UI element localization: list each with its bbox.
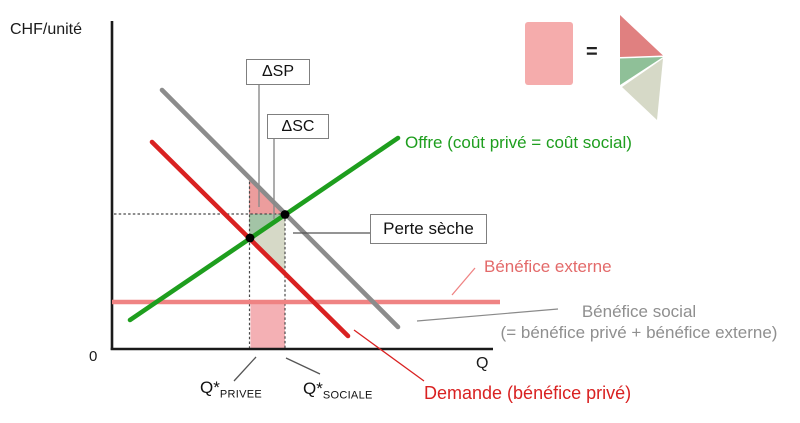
- q-private-main: Q*: [200, 378, 220, 397]
- supply-line: [127, 135, 401, 323]
- delta-sc-box: ΔSC: [267, 114, 329, 139]
- social-benefit-label-line1: Bénéfice social: [581, 302, 697, 321]
- legend-light-triangle: [622, 58, 663, 120]
- legend-rectangle: [525, 22, 573, 85]
- demand-label: Demande (bénéfice privé): [424, 383, 632, 403]
- social-benefit-label: Bénéfice social (= bénéfice privé + béné…: [483, 301, 795, 343]
- q-social-pointer-line: [285, 357, 321, 375]
- demand-leader-line: [353, 329, 425, 382]
- origin-label: 0: [89, 348, 98, 365]
- q-social-sub: SOCIALE: [322, 389, 373, 402]
- delta-sp-text: ΔSP: [261, 63, 295, 80]
- y-axis-label: CHF/unité: [10, 21, 83, 38]
- social-benefit-line: [159, 87, 401, 330]
- delta-sp-box: ΔSP: [246, 59, 310, 85]
- private-equilibrium-point: [245, 233, 255, 243]
- q-social-main: Q*: [303, 379, 323, 398]
- delta-sc-text: ΔSC: [281, 117, 315, 135]
- social-benefit-label-line2: (= bénéfice privé + bénéfice externe): [500, 323, 778, 342]
- q-private-label: Q*PRIVEE: [200, 378, 262, 401]
- external-benefit-leader-line: [451, 267, 476, 296]
- net-triangle: [250, 214, 285, 274]
- external-benefit-rectangle: [250, 303, 285, 348]
- q-private-sub: PRIVEE: [219, 388, 262, 401]
- deadweight-loss-box: Perte sèche: [370, 214, 487, 244]
- social-equilibrium-point: [280, 210, 290, 219]
- supply-label: Offre (coût privé = coût social): [405, 133, 632, 152]
- legend-equals-sign: =: [586, 41, 598, 63]
- deadweight-loss-text: Perte sèche: [383, 219, 474, 238]
- legend-red-triangle: [620, 15, 663, 57]
- q-private-pointer-line: [233, 356, 257, 382]
- q-social-label: Q*SOCIALE: [303, 379, 373, 402]
- social-benefit-leader-line: [416, 308, 559, 322]
- external-benefit-label: Bénéfice externe: [484, 257, 612, 276]
- legend-green-triangle: [620, 57, 663, 85]
- x-axis-label: Q: [476, 355, 489, 372]
